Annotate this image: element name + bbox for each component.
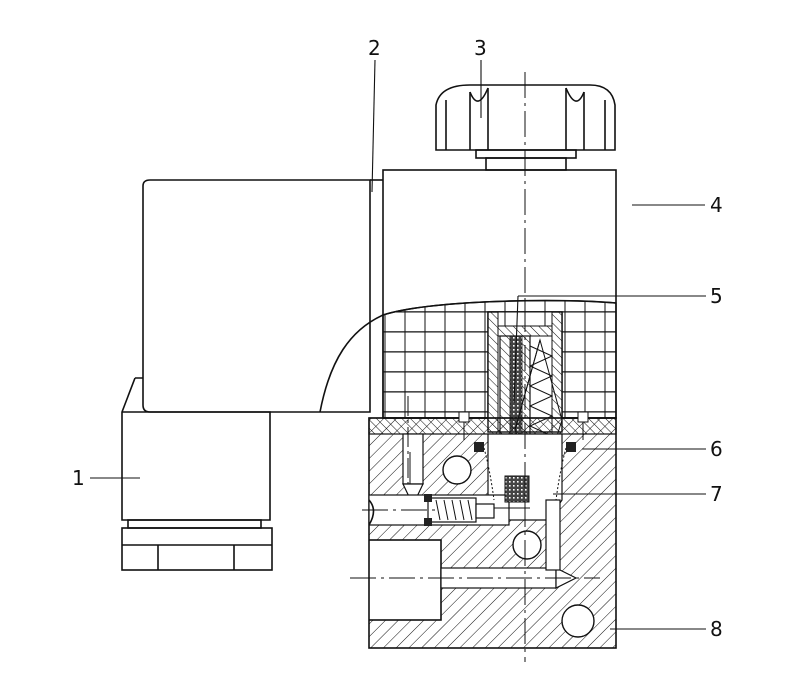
callout-2: 2 xyxy=(368,36,381,60)
callout-3: 3 xyxy=(474,36,487,60)
callout-7: 7 xyxy=(710,482,723,506)
center-lines xyxy=(350,72,600,662)
callout-1: 1 xyxy=(72,466,85,490)
leader-lines xyxy=(90,59,706,630)
callout-6: 6 xyxy=(710,437,723,461)
leader-2 xyxy=(371,59,376,193)
leader-5b xyxy=(513,295,519,404)
callout-5: 5 xyxy=(710,284,723,308)
callout-4: 4 xyxy=(710,193,723,217)
callout-labels: 1 2 3 4 5 6 7 8 xyxy=(72,36,723,641)
callout-8: 8 xyxy=(710,617,723,641)
valve-body xyxy=(368,411,617,649)
connector-plug xyxy=(121,179,384,571)
